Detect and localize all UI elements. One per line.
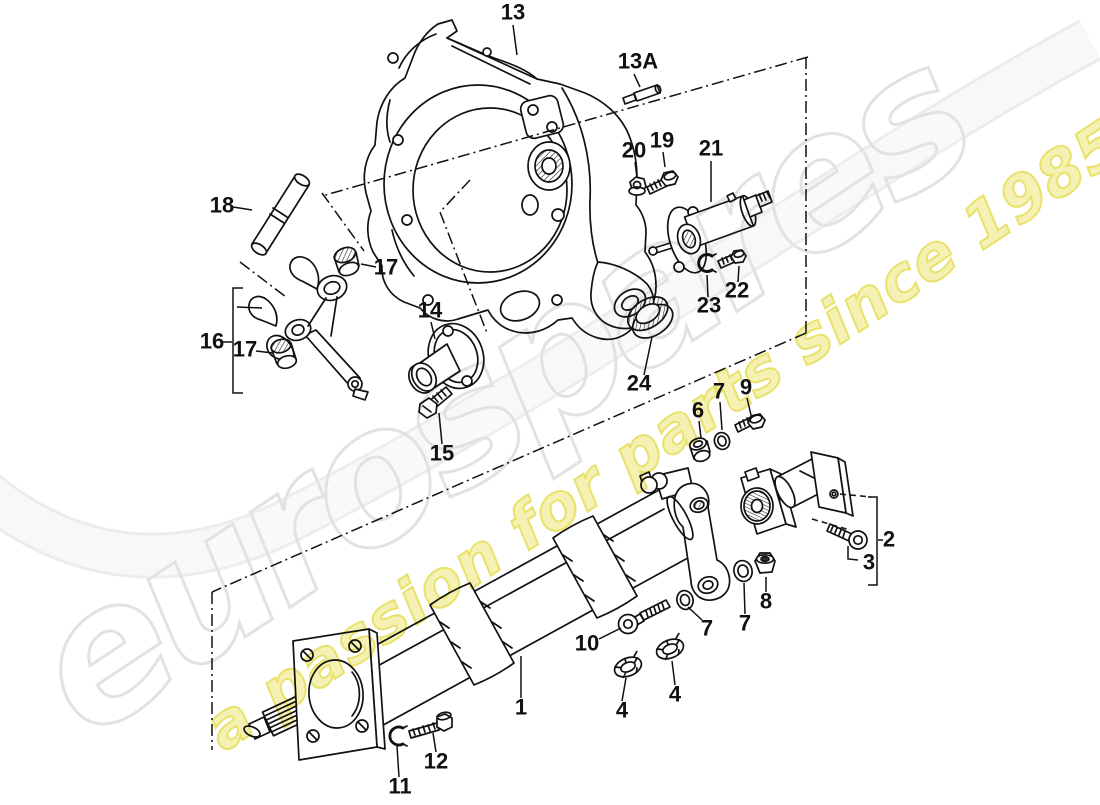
- callout-15-hex-bolt: 15: [429, 440, 455, 466]
- callout-9-hex-bolt: 9: [739, 374, 753, 400]
- callout-20-hex-nut: 20: [621, 137, 647, 163]
- callout-13-clutch-housing: 13: [500, 0, 526, 25]
- callout-7-seal-ring: 7: [738, 610, 752, 636]
- callout-23-retaining-ring: 23: [696, 292, 722, 318]
- socket-bolt-10-drawing: [617, 599, 671, 635]
- callout-7-seal-ring: 7: [700, 615, 714, 641]
- callout-19-hex-bolt: 19: [649, 127, 675, 153]
- leader-line-4: [671, 660, 676, 686]
- callout-17-fork-bushing: 17: [232, 336, 258, 362]
- leader-line-7: [743, 582, 746, 615]
- shaft-flange-plate-drawing: [292, 628, 386, 761]
- seal-ring-7a-drawing: [676, 589, 694, 611]
- leader-line-7: [687, 606, 703, 621]
- callout-24-sealing-ring: 24: [626, 370, 652, 396]
- flange-bolt-drawing: [408, 711, 453, 739]
- leader-line-11: [396, 745, 400, 778]
- leader-line-12: [432, 732, 437, 753]
- callout-17-fork-bushing: 17: [373, 254, 399, 280]
- leader-line-4: [621, 677, 627, 702]
- callout-18-release-shaft: 18: [209, 192, 235, 218]
- callout-3-socket-head-bolt: 3: [862, 549, 876, 575]
- callout-1-propeller-shaft-tube: 1: [514, 694, 528, 720]
- lock-washer-4a-drawing: [613, 650, 643, 679]
- callout-4-lock-washer: 4: [668, 681, 682, 707]
- callout-8-hex-nut: 8: [759, 588, 773, 614]
- callout-22-hex-bolt: 22: [724, 277, 750, 303]
- callout-11-retaining-clip: 11: [388, 773, 412, 799]
- callout-10-socket-head-bolt: 10: [574, 630, 600, 656]
- callout-16-release-fork: 16: [199, 328, 225, 354]
- callout-2-shaft-support-group: 2: [882, 526, 896, 552]
- callout-14-guide-tube: 14: [417, 297, 443, 323]
- leader-line-10: [598, 627, 622, 640]
- retaining-clip-drawing: [388, 725, 408, 747]
- callout-4-lock-washer: 4: [615, 697, 629, 723]
- callout-13A-dowel-pin: 13A: [617, 48, 659, 74]
- lock-washer-4b-drawing: [655, 632, 685, 661]
- callout-12-hex-bolt: 12: [423, 748, 449, 774]
- callout-21-clutch-slave-cylinder: 21: [698, 135, 724, 161]
- callout-7-seal-ring: 7: [712, 378, 726, 404]
- callout-6-bushing: 6: [691, 397, 705, 423]
